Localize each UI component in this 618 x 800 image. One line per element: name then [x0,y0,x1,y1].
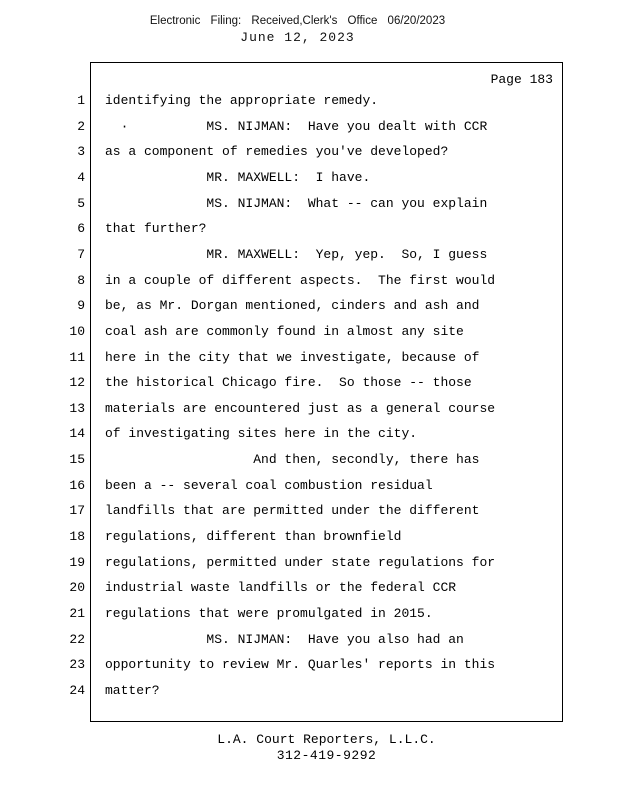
line-number: 4 [77,169,85,185]
line-number: 2 [77,118,85,134]
line-number: 6 [77,221,85,237]
line-number: 21 [69,606,85,621]
date-header: June 12, 2023 [240,30,355,45]
line-number: 9 [77,298,85,314]
line-number: 24 [69,682,85,698]
line-number: 17 [69,503,85,519]
line-number: 13 [69,400,85,416]
line-number: 7 [77,246,85,262]
line-number: 16 [69,477,85,493]
line-number: 19 [69,554,85,570]
page-number-label: Page 183 [490,72,553,87]
line-number: 11 [69,349,85,365]
line-number: 14 [69,426,85,442]
footer-company: L.A. Court Reporters, L.L.C. [217,732,436,747]
line-number: 8 [77,272,85,288]
line-number: 5 [77,195,85,211]
line-number: 22 [69,631,85,647]
efiling-header: Electronic Filing: Received,Clerk's Offi… [149,15,446,27]
transcript-border-box: Page 183 [90,62,563,722]
line-number: 18 [69,529,85,545]
line-number: 12 [69,375,85,391]
line-number: 3 [77,144,85,160]
line-number: 10 [69,323,85,339]
line-number: 20 [69,580,85,596]
line-number: 1 [77,93,85,108]
line-number: 23 [69,657,85,673]
line-number: 15 [69,452,85,468]
footer-phone: 312-419-9292 [276,748,377,763]
